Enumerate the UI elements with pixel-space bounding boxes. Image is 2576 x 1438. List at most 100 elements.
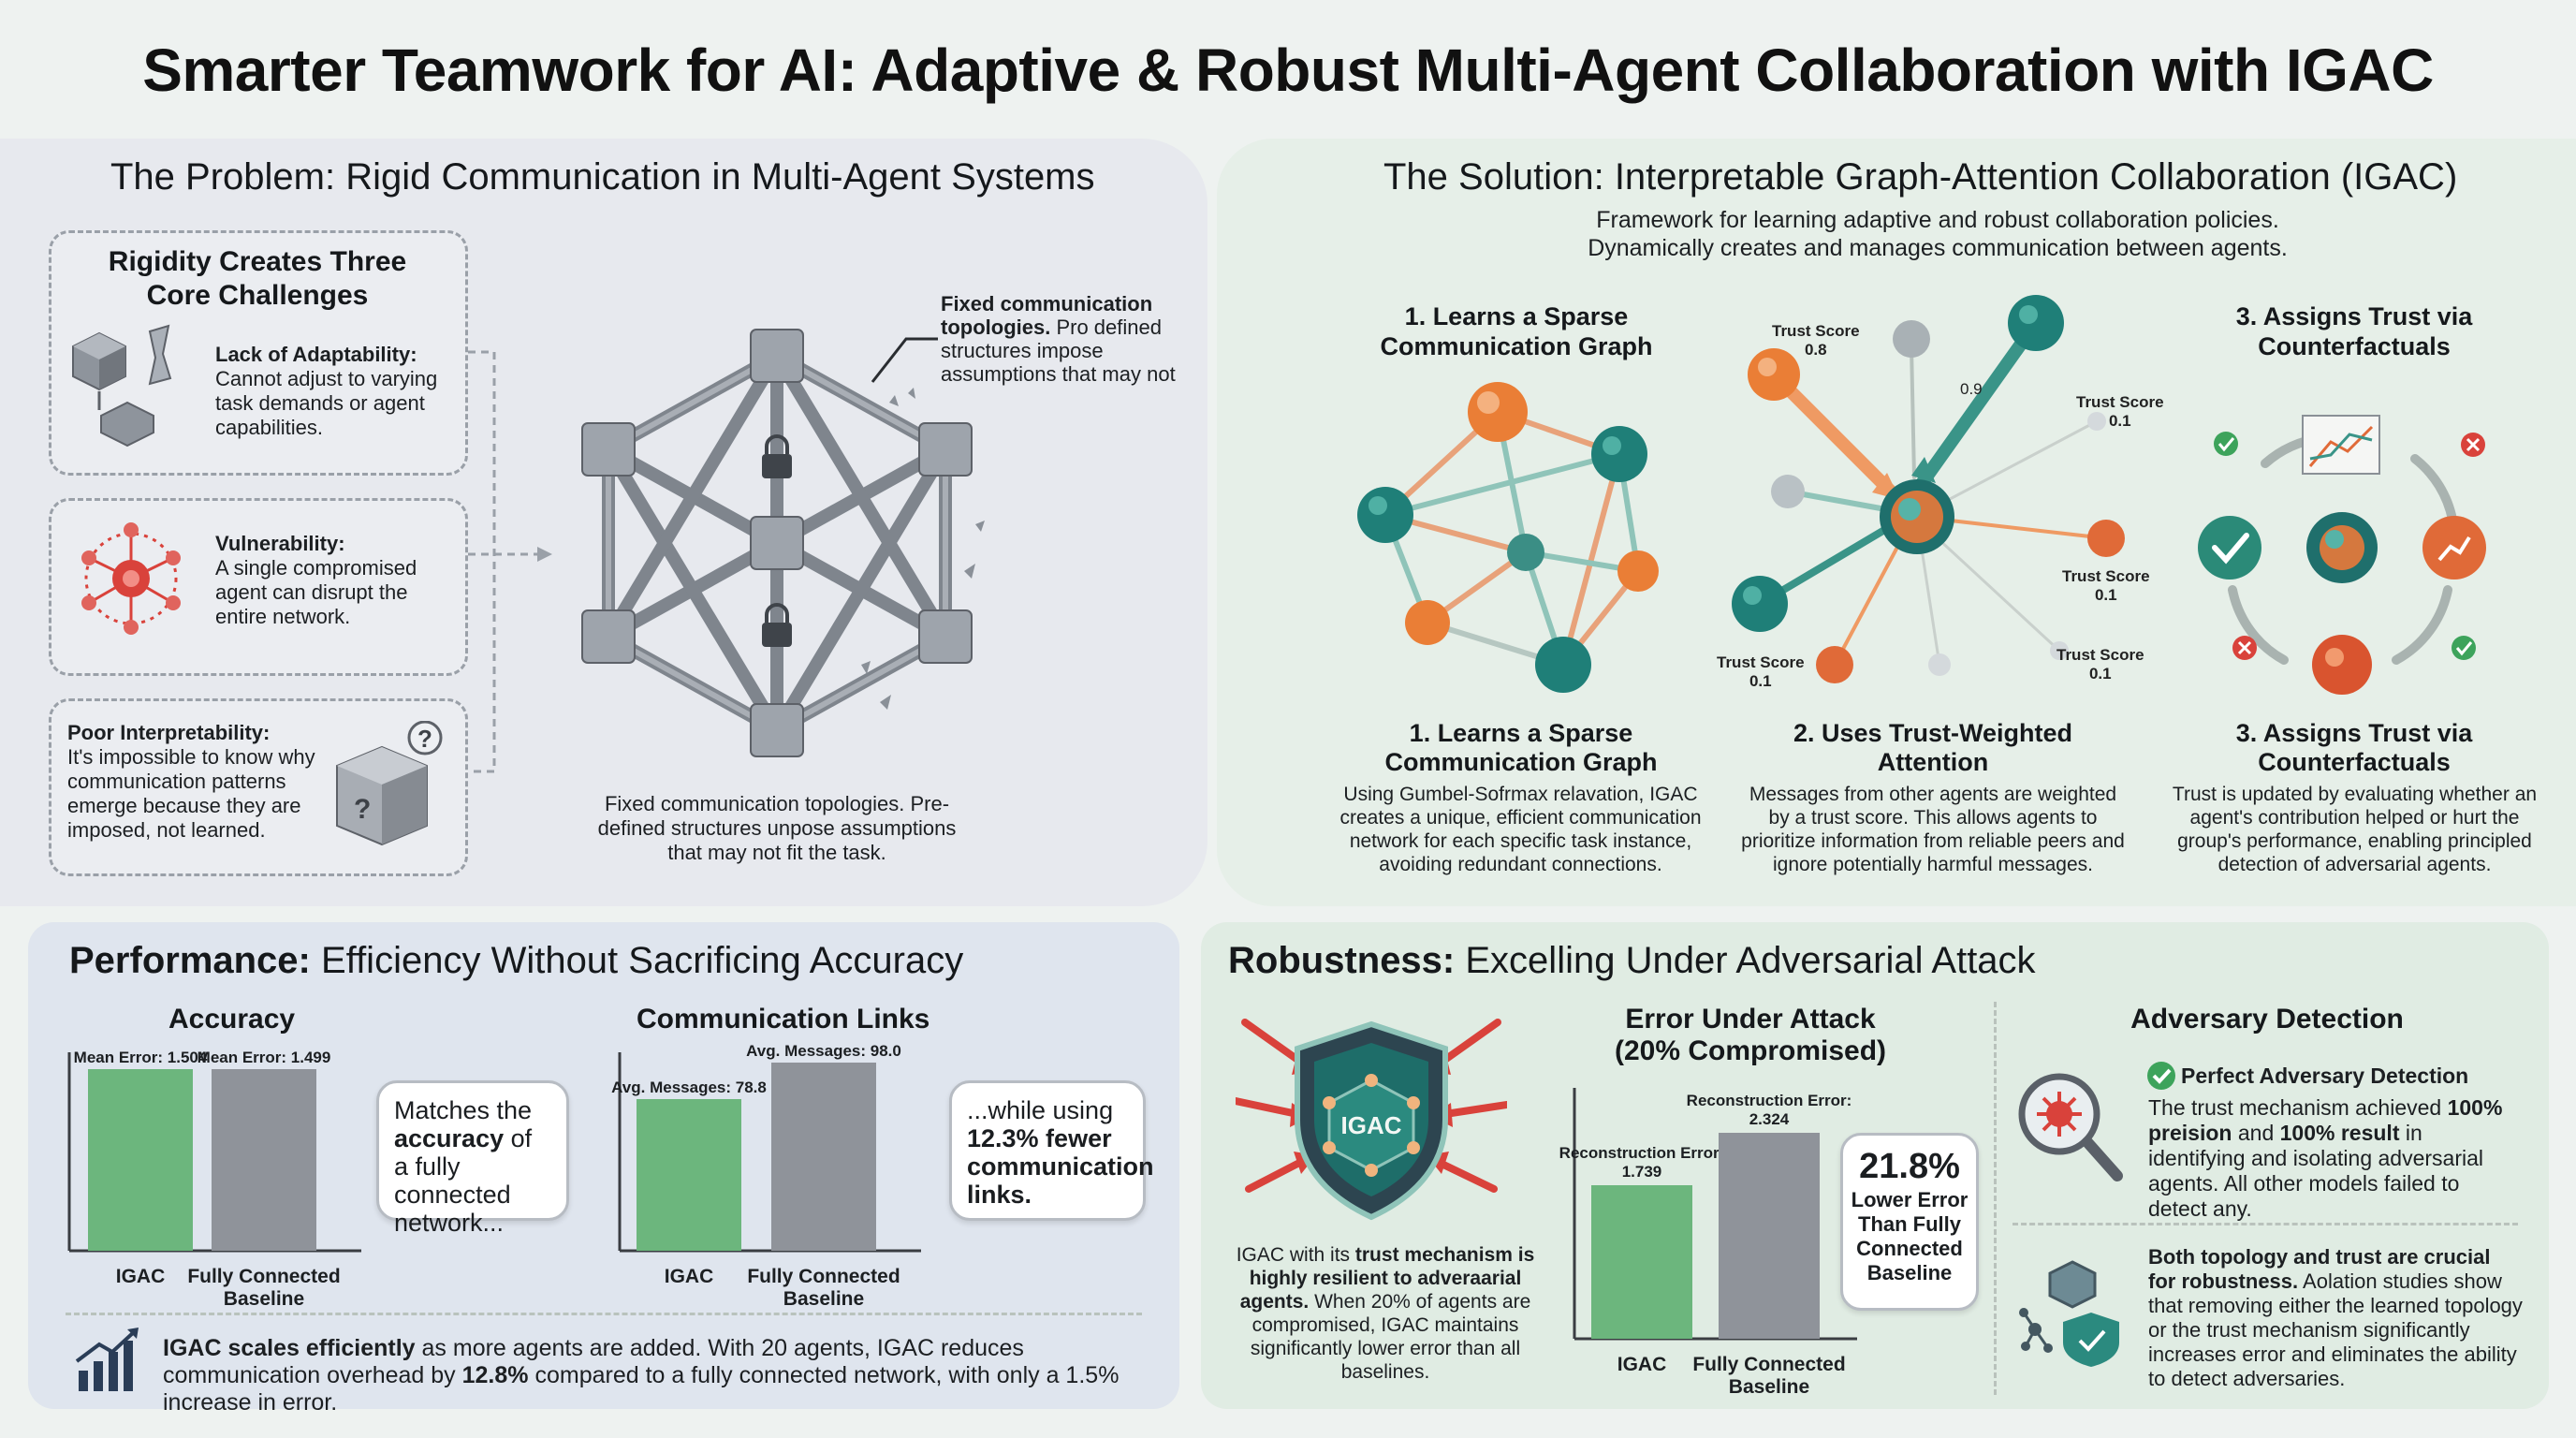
challenge-text: A single compromised agent can disrupt t… — [215, 556, 417, 628]
performance-heading: Performance: Efficiency Without Sacrific… — [69, 940, 963, 982]
trust-score-text: Trust Score — [2056, 646, 2144, 664]
bar-fully-connected-baseline — [1719, 1133, 1820, 1339]
subtitle-line-1: Framework for learning adaptive and robu… — [1596, 207, 2279, 233]
top-label-1: 1. Learns a Sparse Communication Graph — [1380, 302, 1653, 360]
x-tick-label: Fully Connected Baseline — [1692, 1354, 1846, 1398]
bar-data-label: Avg. Messages: 78.8 — [611, 1078, 767, 1097]
x-tick-label: IGAC — [1617, 1354, 1667, 1375]
bubble-text: ...while using — [967, 1096, 1114, 1124]
broken-cubes-icon — [72, 324, 172, 448]
top-label-3: 3. Assigns Trust via Counterfactuals — [2235, 302, 2473, 360]
links-bubble: ...while using 12.3% fewer communication… — [949, 1080, 1154, 1221]
compromised-network-icon — [81, 522, 181, 635]
trust-score-value: 0.8 — [1804, 341, 1827, 359]
ablation-rest: Aolation studies show that removing eith… — [2148, 1269, 2523, 1390]
trust-score-value: 0.1 — [1749, 672, 1772, 690]
heading-rest: Excelling Under Adversarial Attack — [1465, 940, 2036, 981]
subtitle-line-2: Dynamically creates and manages communic… — [1588, 235, 2288, 261]
attack-bubble: 21.8% Lower Error Than Fully Connected B… — [1840, 1133, 1979, 1311]
mystery-box-icon: ? ? — [336, 721, 443, 846]
lattice-callout: Fixed communication topologies. Pro defi… — [941, 292, 1203, 386]
trust-score-text: Trust Score — [2076, 393, 2164, 411]
trust-score-text: Trust Score — [1772, 322, 1860, 340]
challenge-title: Poor Interpretability: — [67, 721, 271, 744]
shield-label: IGAC — [1341, 1111, 1402, 1139]
left-text: When 20% of agents are compromised, IGAC… — [1250, 1291, 1531, 1383]
divider — [2012, 1223, 2518, 1225]
challenge-text: Cannot adjust to varying task demands or… — [215, 367, 438, 439]
challenge-adaptability: Lack of Adaptability: Cannot adjust to v… — [215, 343, 459, 440]
accuracy-bubble: Matches the accuracy of a fully connecte… — [376, 1080, 569, 1237]
bubble-big: 21.8% — [1859, 1147, 1960, 1186]
bar-data-label: Reconstruction Error: 1.739 — [1559, 1143, 1725, 1181]
rigid-lattice-icon — [581, 329, 985, 757]
solution-heading: The Solution: Interpretable Graph-Attent… — [1383, 156, 2458, 198]
detect-text: The trust mechanism achieved 100% preisi… — [2148, 1095, 2523, 1222]
detect-text-part: in identifying and isolating adversarial… — [2148, 1121, 2483, 1221]
challenge-vulnerability: Vulnerability: A single compromised agen… — [215, 532, 459, 629]
bubble-text: of a fully connected network... — [394, 1124, 533, 1237]
bar-data-label: Mean Error: 1.504 — [73, 1048, 208, 1066]
ablation-text: Both topology and trust are crucial for … — [2148, 1245, 2523, 1391]
detect-sub: Perfect Adversary Detection — [2181, 1064, 2469, 1088]
detect-heading: Adversary Detection — [2130, 1004, 2404, 1034]
x-tick-label: Fully Connected Baseline — [747, 1266, 900, 1310]
bubble-text: Lower Error Than Fully Connected Baselin… — [1851, 1188, 1969, 1284]
accuracy-chart-title: Accuracy — [168, 1004, 296, 1034]
footer-pct: 12.8% — [461, 1362, 529, 1388]
step-3-text: Trust is updated by evaluating whether a… — [2172, 784, 2538, 875]
bubble-text: Matches the — [394, 1096, 533, 1124]
bar-igac — [637, 1099, 741, 1251]
left-text-bold: trust mechanism is highly resilient to a… — [1239, 1244, 1535, 1313]
links-chart-title: Communication Links — [637, 1004, 930, 1034]
robustness-heading: Robustness: Excelling Under Adversarial … — [1228, 940, 2036, 982]
detect-text-bold: 100% preision — [2148, 1095, 2503, 1145]
magnifier-virus-icon — [2018, 1073, 2123, 1181]
challenge-title: Vulnerability: — [215, 532, 345, 555]
step-2-text: Messages from other agents are weighted … — [1741, 784, 2125, 875]
trust-score-value: 0.1 — [2094, 586, 2117, 604]
attack-chart — [1573, 1088, 1857, 1341]
bracket-connector — [468, 350, 552, 773]
challenge-title: Lack of Adaptability: — [215, 343, 417, 366]
heading-bold: Robustness: — [1228, 940, 1456, 981]
challenges-heading: Rigidity Creates Three Core Challenges — [108, 246, 407, 311]
callout-pointer — [871, 337, 938, 406]
igac-shield-icon: IGAC — [1236, 1019, 1507, 1221]
footer-text: as more agents are added. With 20 agents… — [163, 1335, 1024, 1388]
growth-chart-icon — [75, 1328, 139, 1391]
trust-score-text: Trust Score — [1717, 653, 1805, 671]
bubble-bold: 12.3% fewer communication links. — [967, 1124, 1154, 1209]
problem-heading: The Problem: Rigid Communication in Mult… — [110, 156, 1095, 198]
divider — [66, 1313, 1142, 1315]
x-tick-label: Fully Connected Baseline — [187, 1266, 341, 1310]
x-tick-label: IGAC — [115, 1266, 166, 1287]
svg-text:?: ? — [417, 725, 432, 753]
callout-bold: Fixed communication topologies. — [941, 292, 1153, 339]
topology-trust-icon — [2019, 1260, 2119, 1367]
sparse-graph-icon — [1357, 382, 1659, 693]
detect-text-part: The trust mechanism achieved — [2148, 1095, 2442, 1120]
footer-text: compared to a fully connected network, w… — [163, 1362, 1120, 1416]
bar-data-label: Reconstruction Error: 2.324 — [1686, 1092, 1852, 1129]
bar-data-label: Avg. Messages: 98.0 — [746, 1041, 901, 1060]
attack-chart-title: Error Under Attack (20% Compromised) — [1614, 1004, 1887, 1066]
step-3-title: 3. Assigns Trust via Counterfactuals — [2235, 719, 2473, 776]
bar-fully-connected-baseline — [771, 1062, 876, 1251]
page-title: Smarter Teamwork for AI: Adaptive & Robu… — [142, 37, 2434, 104]
step-1-text: Using Gumbel-Sofrmax relavation, IGAC cr… — [1339, 784, 1702, 875]
step-1-title: 1. Learns a Sparse Communication Graph — [1384, 719, 1658, 776]
robustness-left-text: IGAC with its trust mechanism is highly … — [1226, 1243, 1544, 1384]
step-2-title: 2. Uses Trust-Weighted Attention — [1793, 719, 2073, 776]
challenge-interpretability: Poor Interpretability: It's impossible t… — [67, 721, 339, 843]
bar-fully-connected-baseline — [212, 1069, 316, 1251]
links-chart — [618, 1052, 921, 1253]
vertical-divider — [1994, 1002, 1997, 1395]
heading-bold: Performance: — [69, 940, 311, 981]
solution-subtitle: Framework for learning adaptive and robu… — [1460, 206, 2415, 262]
footer-bold: IGAC scales efficiently — [163, 1335, 416, 1361]
